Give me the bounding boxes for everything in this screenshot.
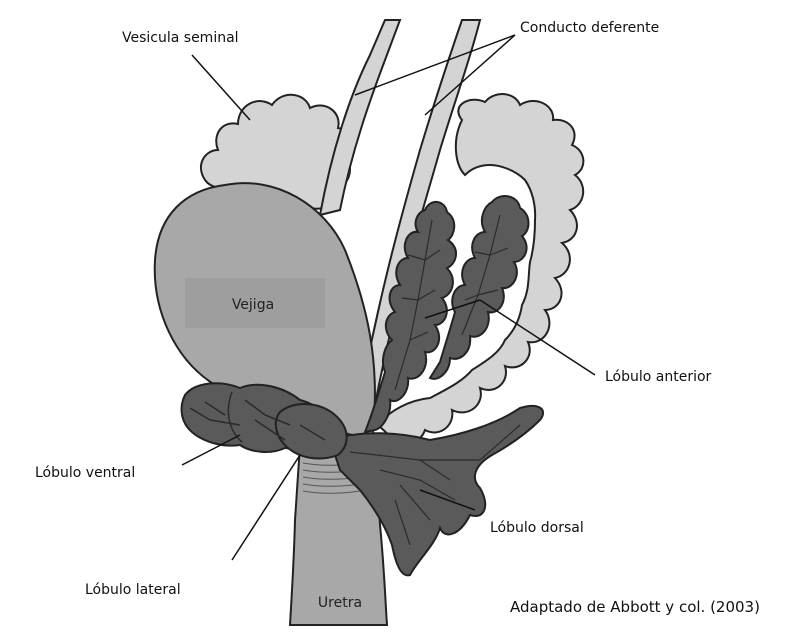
anterior-lobe-label: Lóbulo anterior (605, 369, 711, 385)
bladder-label: Vejiga (232, 297, 274, 313)
urethra-label: Uretra (318, 595, 362, 611)
source-credit: Adaptado de Abbott y col. (2003) (510, 598, 760, 616)
ventral-lobe-label: Lóbulo ventral (35, 465, 135, 481)
seminal-vesicle-label: Vesicula seminal (122, 30, 239, 46)
vas-deferens-label: Conducto deferente (520, 20, 659, 36)
dorsal-lobe-label: Lóbulo dorsal (490, 520, 584, 536)
lateral-lobe-label: Lóbulo lateral (85, 582, 181, 598)
